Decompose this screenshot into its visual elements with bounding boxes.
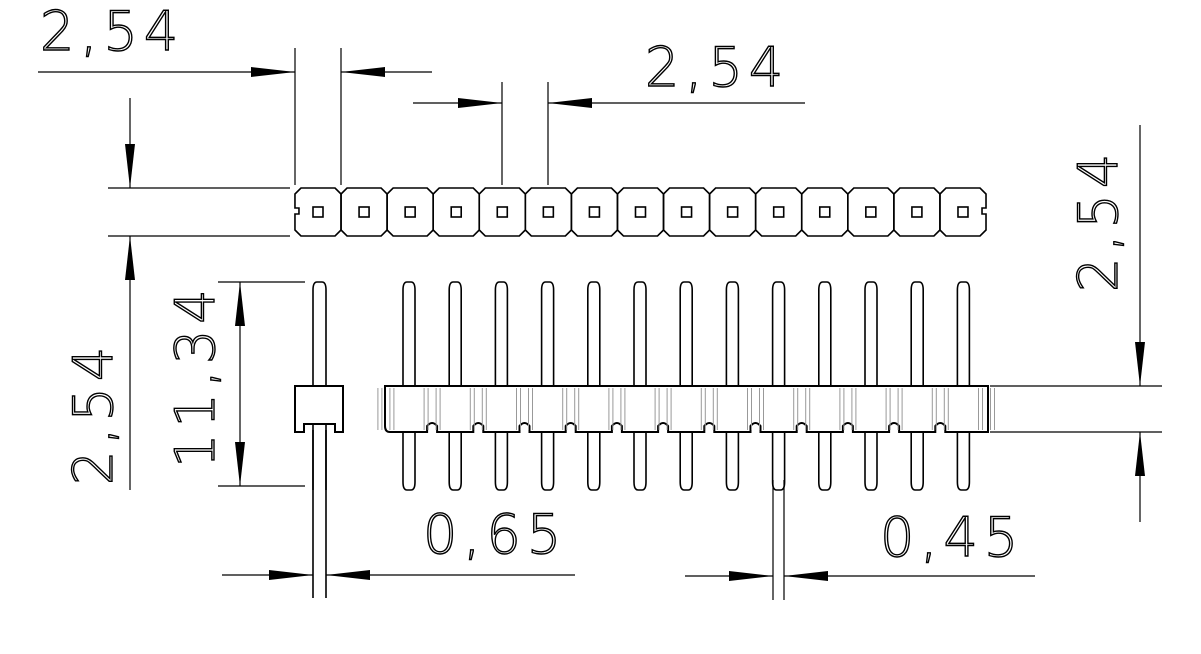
- dimension-label: 2,54: [40, 0, 184, 63]
- dimension-label: 2,54: [62, 341, 125, 485]
- dimension-width-left: 2,54: [61, 98, 290, 490]
- dimension-pitch-top-left: 2,54: [38, 0, 432, 185]
- pin-square: [404, 206, 416, 218]
- pin-upper: [725, 281, 740, 388]
- pin-square: [865, 206, 877, 218]
- strip-cell: [708, 187, 757, 237]
- dimension-label: 2,54: [645, 36, 789, 99]
- pin-upper: [402, 281, 416, 388]
- pin-lower: [540, 430, 555, 491]
- strip-cell: [893, 187, 941, 237]
- pin-square: [542, 206, 555, 218]
- strip-cell: [478, 187, 527, 237]
- dimension-pitch-top-center: 2,54: [413, 35, 805, 185]
- pin-lower: [679, 430, 693, 491]
- dimension-pin-width-front: 0,45: [685, 480, 1035, 600]
- pin-lower: [864, 430, 878, 491]
- pin-lower: [771, 430, 786, 491]
- strip-cell: [847, 187, 895, 237]
- pin-upper: [540, 281, 555, 388]
- header-body: [384, 385, 989, 433]
- pin-upper: [448, 281, 462, 388]
- strip-cell: [524, 187, 573, 237]
- pin-lower: [448, 430, 462, 491]
- pin-lower: [818, 430, 832, 491]
- front-view-pins: [377, 281, 995, 491]
- pin-square: [680, 206, 693, 218]
- top-view-strip: [294, 187, 987, 237]
- pin-square: [358, 206, 370, 218]
- pin-upper: [587, 281, 601, 388]
- strip-cell: [294, 187, 342, 237]
- dimension-label: 0,65: [423, 503, 567, 566]
- strip-cell: [386, 187, 434, 237]
- pin-lower: [910, 430, 924, 491]
- pin-square: [312, 206, 324, 218]
- dimension-label: 0,45: [880, 506, 1024, 569]
- pin-square: [450, 206, 463, 218]
- pin-upper: [679, 281, 693, 388]
- pin-upper: [910, 281, 924, 388]
- pin-square: [496, 206, 509, 218]
- dimension-label: 2,54: [1067, 148, 1130, 292]
- dimension-pin-width-side: 0,65: [222, 502, 575, 580]
- strip-cell: [939, 187, 987, 237]
- pin-lower: [494, 430, 509, 491]
- pin-upper: [818, 281, 832, 388]
- side-view-pin: [294, 281, 344, 598]
- pin-square: [726, 206, 739, 218]
- dimension-pin-length: 11,34: [163, 281, 305, 487]
- pin-lower: [587, 430, 601, 491]
- pin-square: [911, 206, 923, 218]
- strip-cell: [340, 187, 388, 237]
- strip-cell: [616, 187, 665, 237]
- strip-cell: [754, 187, 803, 237]
- pin-upper: [494, 281, 509, 388]
- pin-upper: [956, 281, 971, 388]
- dimension-body-height-right: 2,54: [990, 125, 1162, 522]
- strip-cell: [570, 187, 619, 237]
- pin-upper: [864, 281, 878, 388]
- pin-upper: [633, 281, 647, 388]
- pin-lower: [725, 430, 740, 491]
- pin-lower: [956, 430, 971, 491]
- pin-square: [957, 206, 969, 218]
- pin-square: [772, 206, 785, 218]
- pin-upper: [771, 281, 786, 388]
- strip-cell: [800, 187, 849, 237]
- strip-cell: [662, 187, 711, 237]
- pin-square: [588, 206, 601, 218]
- pin-lower: [633, 430, 647, 491]
- pin-square: [818, 206, 831, 218]
- pin-square: [634, 206, 647, 218]
- strip-cell: [432, 187, 481, 237]
- pin-lower: [402, 430, 416, 491]
- dimension-label: 11,34: [164, 283, 227, 468]
